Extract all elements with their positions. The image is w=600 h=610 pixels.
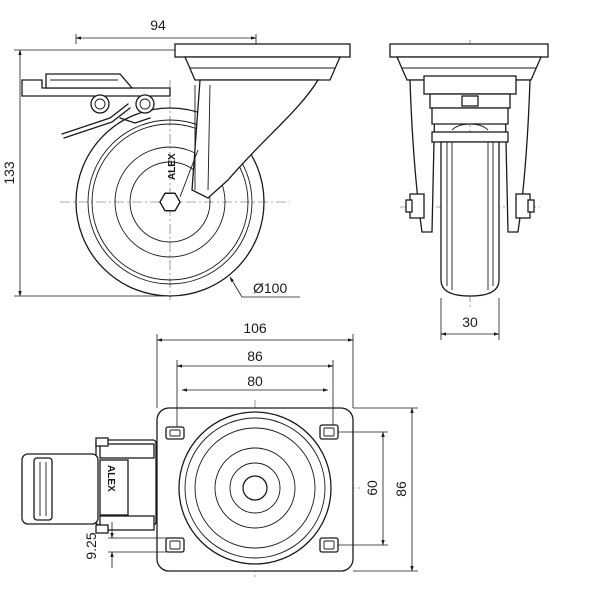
- dim-wheel-diameter: Ø100: [253, 280, 287, 296]
- dim-hole-spacing-short: 60: [364, 480, 380, 496]
- side-top-plate: [174, 43, 351, 81]
- side-fork: [191, 79, 320, 199]
- front-wheel: [440, 141, 500, 297]
- top-brand-label: ALEX: [105, 465, 116, 492]
- front-view: 30: [389, 40, 549, 340]
- dim-wheel-width: 30: [462, 314, 478, 330]
- side-view: ALEX 94 133 Ø100: [1, 17, 351, 300]
- dim-hole-spacing-inner: 80: [247, 373, 263, 389]
- front-brake-housing: [423, 75, 517, 95]
- side-brake-lever: [21, 73, 171, 139]
- dim-mount-offset: 94: [150, 17, 166, 33]
- dim-height: 133: [1, 161, 17, 185]
- dim-plate-depth: 86: [393, 481, 409, 497]
- brake-pivot-icon: [90, 94, 110, 114]
- mounting-slots: [165, 424, 339, 553]
- top-view: ALEX 106 86 80 60 86 9.25: [21, 320, 418, 580]
- dim-slot-width: 9.25: [83, 532, 99, 559]
- brake-rivet-icon: [135, 94, 155, 114]
- dim-plate-width: 106: [243, 320, 267, 336]
- top-brake: [21, 437, 157, 534]
- side-brand-label: ALEX: [167, 153, 178, 180]
- kingpin-icon: [242, 475, 268, 501]
- dim-hole-spacing-outer: 86: [247, 348, 263, 364]
